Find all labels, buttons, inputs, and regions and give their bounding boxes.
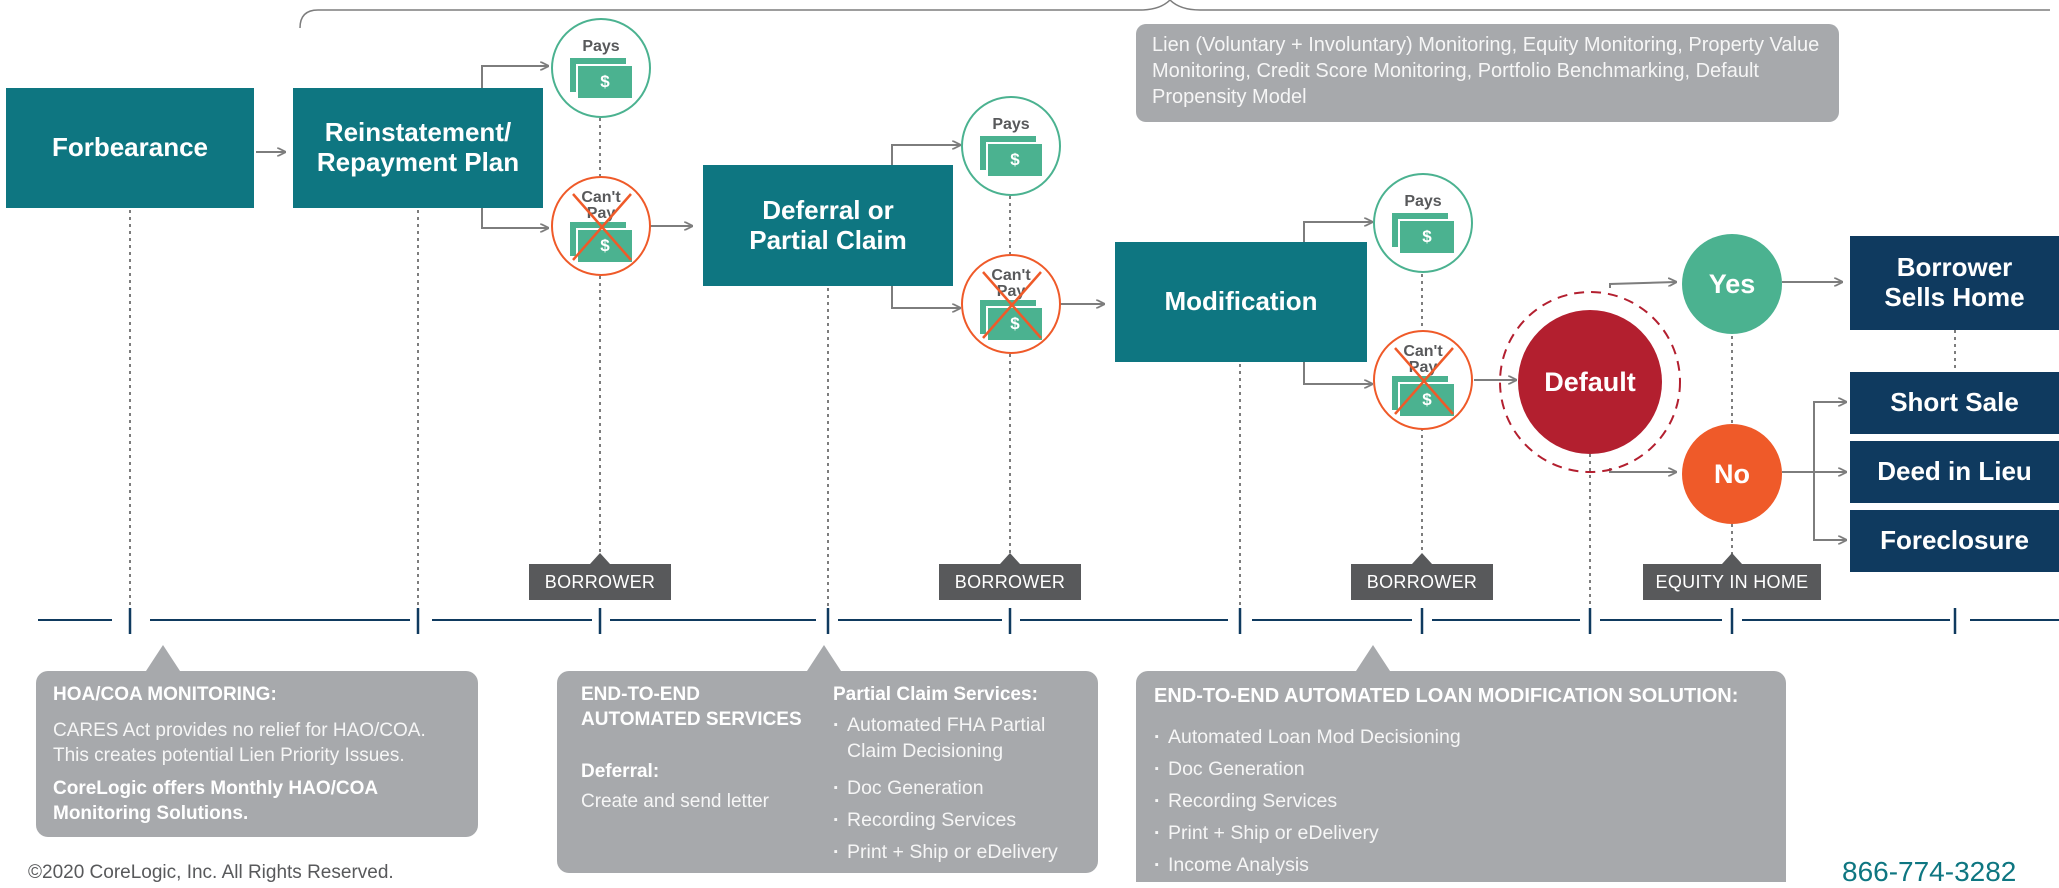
pays-label: Pays (992, 116, 1030, 133)
cross-icon (1394, 347, 1454, 415)
money-crossed-icon: $ (1392, 376, 1454, 416)
deferral-label-line2: Partial Claim (749, 224, 907, 255)
copyright: ©2020 CoreLogic, Inc. All Rights Reserve… (28, 862, 394, 883)
money-icon: $ (980, 136, 1042, 176)
default-circle: Default (1518, 310, 1662, 454)
borrower-sells-line2: Sells Home (1884, 282, 2025, 312)
borrower-sells-line1: Borrower (1896, 252, 2013, 283)
list-item: Doc Generation (1154, 753, 1768, 785)
reinstatement-label-line1: Reinstatement/ (324, 117, 512, 148)
short-sale-label: Short Sale (1890, 387, 2019, 418)
monitoring-text: Lien (Voluntary + Involuntary) Monitorin… (1152, 34, 1820, 108)
borrower-tag-1: BORROWER (529, 553, 671, 600)
pays-circle-3: Pays $ (1373, 173, 1473, 273)
cross-icon (982, 271, 1042, 339)
borrower-tag-label: BORROWER (1366, 571, 1478, 592)
loan-modification-panel: END-TO-END AUTOMATED LOAN MODIFICATION S… (1136, 645, 1786, 882)
partial-claim-list: Automated FHA Partial Claim Decisioning … (833, 712, 1083, 868)
equity-in-home-tag: EQUITY IN HOME (1643, 553, 1821, 600)
default-label: Default (1544, 366, 1636, 397)
cant-pay-label-line1: Can't (1403, 343, 1443, 360)
forbearance-label: Forbearance (51, 132, 209, 163)
no-circle: No (1682, 424, 1782, 524)
borrower-sells-home-box: Borrower Sells Home (1850, 236, 2059, 330)
deed-in-lieu-label: Deed in Lieu (1877, 456, 2032, 487)
money-icon: $ (1392, 213, 1454, 253)
monitoring-panel: Lien (Voluntary + Involuntary) Monitorin… (1136, 24, 1839, 122)
yes-label: Yes (1708, 268, 1756, 299)
timeline-ticks (128, 608, 1957, 634)
automated-right-column: Partial Claim Services: Automated FHA Pa… (833, 683, 1083, 868)
borrower-tag-label: BORROWER (544, 571, 656, 592)
modification-box: Modification (1115, 242, 1367, 362)
pays-label: Pays (1404, 193, 1442, 210)
list-item: Income Analysis (1154, 849, 1768, 881)
borrower-tag-label: BORROWER (954, 571, 1066, 592)
borrower-tag-2: BORROWER (939, 553, 1081, 600)
modification-label: Modification (1164, 286, 1318, 317)
money-icon: $ (570, 58, 632, 98)
phone-number: 866-774-3282 (1842, 856, 2017, 887)
equity-tag-label: EQUITY IN HOME (1655, 571, 1809, 592)
default-ring (1499, 291, 1681, 473)
arrows (256, 66, 1846, 540)
list-item: Automated Loan Mod Decisioning (1154, 721, 1768, 753)
reinstatement-label-line2: Repayment Plan (316, 147, 520, 177)
list-item: Doc Generation (833, 772, 1083, 804)
list-item: Recording Services (1154, 785, 1768, 817)
pays-label: Pays (582, 38, 620, 55)
pays-circle-1: Pays $ (551, 18, 651, 118)
hoa-panel-offer: CoreLogic offers Monthly HAO/COA Monitor… (53, 777, 378, 824)
cant-pay-circle-3: Can't Pay $ (1373, 330, 1473, 430)
loan-mod-list: Automated Loan Mod Decisioning Doc Gener… (1154, 721, 1768, 881)
deferral-label-line1: Deferral or (762, 194, 894, 225)
cant-pay-circle-2: Can't Pay $ (961, 254, 1061, 354)
list-item: Print + Ship or eDelivery (833, 836, 1083, 868)
borrower-tag-3: BORROWER (1351, 553, 1493, 600)
money-crossed-icon: $ (980, 300, 1042, 340)
deferral-text: Create and send letter (581, 791, 770, 813)
hoa-panel-title: HOA/COA MONITORING: (53, 684, 277, 705)
cant-pay-label-line1: Can't (991, 267, 1031, 284)
forbearance-box: Forbearance (6, 88, 254, 208)
deed-in-lieu-box: Deed in Lieu (1850, 441, 2059, 503)
hoa-panel-body: CARES Act provides no relief for HAO/COA… (53, 719, 426, 767)
reinstatement-box: Reinstatement/ Repayment Plan (293, 88, 543, 208)
deferral-box: Deferral or Partial Claim (703, 165, 953, 286)
cant-pay-circle-1: Can't Pay $ (551, 176, 651, 276)
deferral-title: Deferral: (581, 761, 660, 783)
partial-claim-title: Partial Claim Services: (833, 684, 1038, 705)
automated-panel-title: END-TO-END AUTOMATED SERVICES (581, 684, 802, 730)
cross-icon (572, 193, 632, 261)
short-sale-box: Short Sale (1850, 372, 2059, 434)
yes-circle: Yes (1682, 234, 1782, 334)
automated-services-panel: END-TO-END AUTOMATED SERVICES Deferral: … (557, 645, 1098, 873)
loan-mod-panel-title: END-TO-END AUTOMATED LOAN MODIFICATION S… (1154, 685, 1739, 707)
list-item: Automated FHA Partial Claim Decisioning (833, 712, 1083, 764)
pays-circle-2: Pays $ (961, 96, 1061, 196)
foreclosure-label: Foreclosure (1880, 525, 2029, 556)
dotted-guides (129, 118, 1956, 606)
list-item: Print + Ship or eDelivery (1154, 817, 1768, 849)
hoa-monitoring-panel: .hoa-ptr::before{} HOA/COA MONITORING: C… (36, 645, 478, 837)
foreclosure-box: Foreclosure (1850, 510, 2059, 572)
cant-pay-label-line1: Can't (581, 189, 621, 206)
no-label: No (1714, 458, 1750, 489)
monitoring-bracket (299, 0, 2050, 29)
list-item: Recording Services (833, 804, 1083, 836)
automated-left-column: END-TO-END AUTOMATED SERVICES Deferral: … (581, 683, 821, 815)
